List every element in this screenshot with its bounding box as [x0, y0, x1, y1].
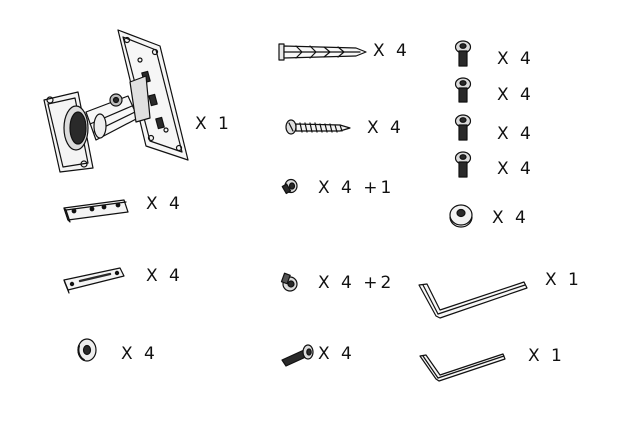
qty-hex-key-large: X 1: [545, 270, 582, 290]
qty-hex-key-small: X 1: [528, 346, 565, 366]
short-screw-a: [281, 178, 298, 195]
socket-screw-3: [454, 114, 472, 141]
spacer-bar-flat: [63, 199, 129, 223]
washer-small: [77, 338, 97, 362]
qty-wall-mount: X 1: [195, 114, 232, 134]
wall-mount-bracket: [43, 29, 189, 173]
short-screw-b: [280, 272, 298, 292]
wall-plug: [278, 43, 367, 61]
spacer-bar-slotted: [63, 267, 125, 294]
qty-socket-screw-2: X 4: [497, 85, 534, 105]
hex-key-small: [419, 353, 506, 382]
qty-short-screw-a: X 4 +1: [318, 178, 395, 198]
qty-socket-screw-1: X 4: [497, 49, 534, 69]
wood-screw: [285, 119, 351, 135]
hex-key-large: [418, 281, 528, 319]
qty-wall-plug: X 4: [373, 41, 410, 61]
qty-round-spacer: X 4: [492, 208, 529, 228]
bolt-short: [281, 344, 314, 367]
qty-spacer-bar-flat: X 4: [146, 194, 183, 214]
socket-screw-2: [454, 77, 472, 103]
qty-wood-screw: X 4: [367, 118, 404, 138]
socket-screw-1: [454, 40, 472, 67]
qty-short-screw-b: X 4 +2: [318, 273, 395, 293]
qty-washer-small: X 4: [121, 344, 158, 364]
qty-socket-screw-4: X 4: [497, 159, 534, 179]
socket-screw-4: [454, 151, 472, 178]
qty-socket-screw-3: X 4: [497, 124, 534, 144]
qty-bolt-short: X 4: [318, 344, 355, 364]
round-spacer: [449, 204, 473, 228]
qty-spacer-bar-slotted: X 4: [146, 266, 183, 286]
